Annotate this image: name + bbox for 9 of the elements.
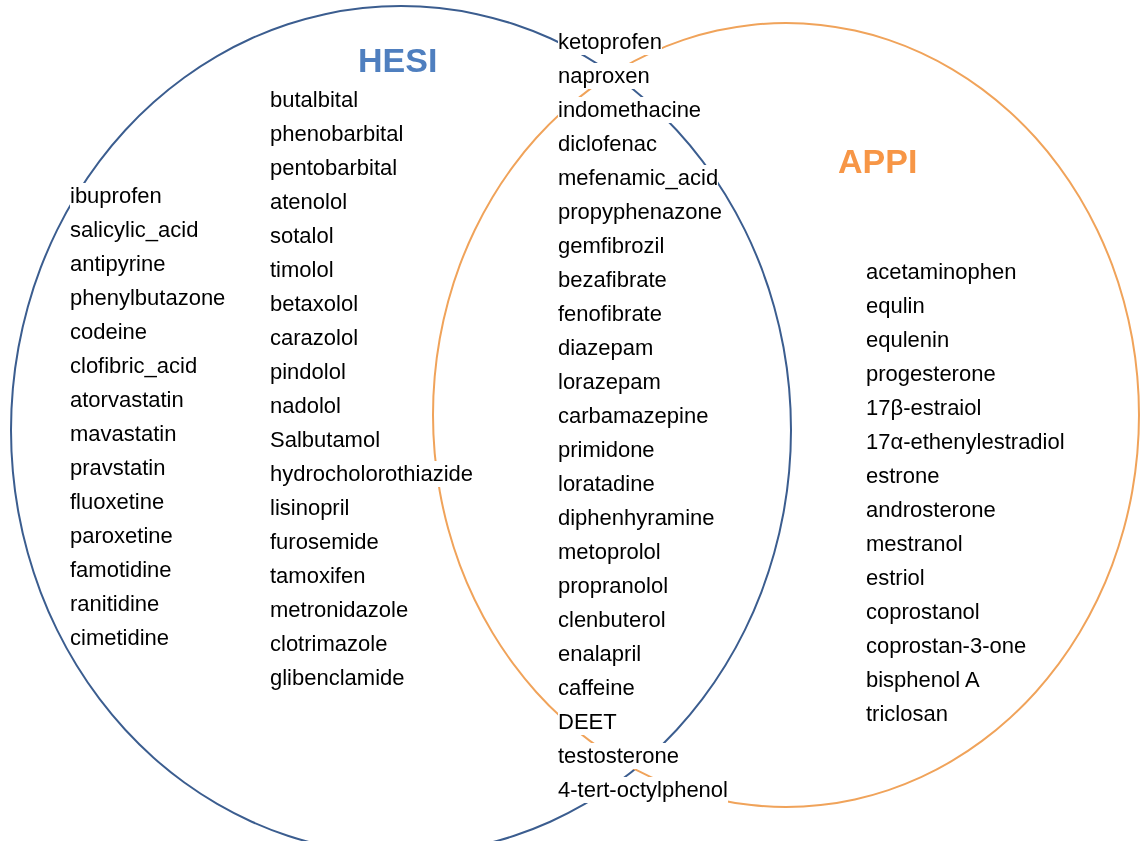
compound-name: naproxen (558, 63, 650, 89)
set-label: HESI (358, 41, 438, 80)
compound-name: hydrocholorothiazide (270, 461, 474, 487)
compound-name: testosterone (558, 743, 680, 769)
compound-name: mefenamic_acid (558, 165, 719, 191)
compound-name: ibuprofen (70, 183, 162, 209)
compound-name: indomethacine (558, 97, 702, 123)
compound-name: 4-tert-octylphenol (558, 777, 728, 803)
set-label: APPI (838, 142, 918, 181)
